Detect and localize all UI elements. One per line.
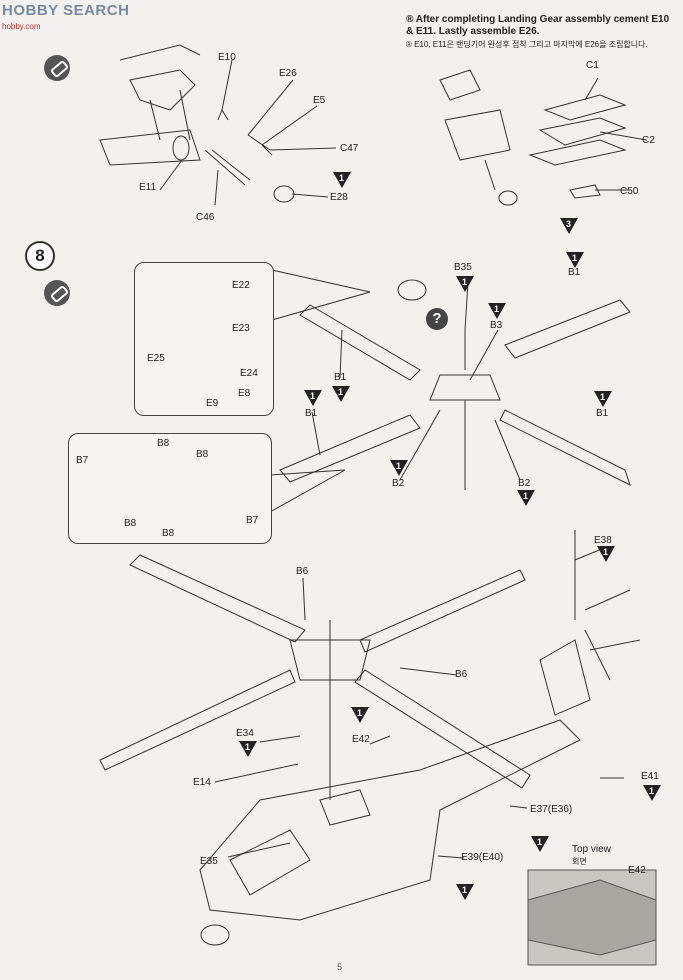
note-english: ® After completing Landing Gear assembly… bbox=[406, 14, 670, 37]
part-label: C50 bbox=[620, 186, 639, 197]
watermark-sub: hobby.com bbox=[2, 22, 41, 31]
seq-number: 1 bbox=[603, 547, 609, 557]
part-label: E14 bbox=[193, 777, 211, 788]
part-label: B7 bbox=[246, 515, 259, 526]
part-label: E8 bbox=[238, 388, 251, 399]
callout-b8-parts bbox=[68, 433, 272, 544]
part-label: B35 bbox=[454, 262, 472, 273]
seq-number: 1 bbox=[245, 742, 251, 752]
callout-e22-parts bbox=[134, 262, 274, 416]
glue-icon bbox=[44, 55, 70, 81]
part-label: C46 bbox=[196, 212, 215, 223]
sequence-triangle-icon: 1 bbox=[566, 252, 584, 268]
watermark-brand: HOBBY SEARCH bbox=[2, 2, 130, 19]
part-label: B7 bbox=[76, 455, 89, 466]
part-label: E5 bbox=[313, 95, 326, 106]
part-label: E38 bbox=[594, 535, 612, 546]
part-label: E41 bbox=[641, 771, 659, 782]
part-label: E23 bbox=[232, 323, 250, 334]
part-label: E37(E36) bbox=[530, 804, 573, 815]
sequence-triangle-icon: 1 bbox=[517, 490, 535, 506]
seq-number: 1 bbox=[523, 491, 529, 501]
sequence-triangle-icon: 1 bbox=[456, 276, 474, 292]
sequence-triangle-icon: 1 bbox=[239, 741, 257, 757]
assembly-note: ® After completing Landing Gear assembly… bbox=[406, 14, 676, 50]
sequence-triangle-icon: 1 bbox=[332, 386, 350, 402]
part-label: B8 bbox=[157, 438, 170, 449]
part-label: B1 bbox=[596, 408, 609, 419]
part-label: B1 bbox=[568, 267, 581, 278]
part-label: E24 bbox=[240, 368, 258, 379]
part-label: E39(E40) bbox=[461, 852, 504, 863]
seq-number: 1 bbox=[339, 173, 345, 183]
seq-number: 3 bbox=[566, 219, 572, 229]
sequence-triangle-icon: 1 bbox=[390, 460, 408, 476]
part-label: B8 bbox=[124, 518, 137, 529]
sequence-triangle-icon: 1 bbox=[488, 303, 506, 319]
topview-title: Top view bbox=[572, 844, 611, 855]
seq-number: 1 bbox=[572, 253, 578, 263]
seq-number: 1 bbox=[338, 387, 344, 397]
part-label: B2 bbox=[392, 478, 405, 489]
sequence-triangle-icon: 1 bbox=[594, 391, 612, 407]
sequence-triangle-icon: 1 bbox=[597, 546, 615, 562]
part-label: E22 bbox=[232, 280, 250, 291]
seq-number: 1 bbox=[462, 277, 468, 287]
sequence-triangle-icon: 1 bbox=[351, 707, 369, 723]
part-label: E28 bbox=[330, 192, 348, 203]
step-number: 8 bbox=[25, 241, 55, 271]
seq-number: 1 bbox=[600, 392, 606, 402]
part-label: B6 bbox=[455, 669, 468, 680]
seq-number: 1 bbox=[462, 885, 468, 895]
part-label: E42 bbox=[352, 734, 370, 745]
part-label: E11 bbox=[139, 182, 157, 193]
part-label: E10 bbox=[218, 52, 236, 63]
part-label: C47 bbox=[340, 143, 359, 154]
seq-number: 1 bbox=[396, 461, 402, 471]
part-label: B1 bbox=[305, 408, 318, 419]
part-label: B8 bbox=[196, 449, 209, 460]
part-label: E35 bbox=[200, 856, 218, 867]
sequence-triangle-icon: 1 bbox=[333, 172, 351, 188]
seq-number: 1 bbox=[357, 708, 363, 718]
part-label: E25 bbox=[147, 353, 165, 364]
part-label: C1 bbox=[586, 60, 599, 71]
seq-number: 1 bbox=[310, 391, 316, 401]
glue-icon bbox=[44, 280, 70, 306]
sequence-triangle-icon: 1 bbox=[456, 884, 474, 900]
part-label: B8 bbox=[162, 528, 175, 539]
part-label: E9 bbox=[206, 398, 219, 409]
sequence-triangle-icon: 1 bbox=[531, 836, 549, 852]
seq-number: 1 bbox=[537, 837, 543, 847]
seq-number: 1 bbox=[649, 786, 655, 796]
part-label: B3 bbox=[490, 320, 503, 331]
sequence-triangle-icon: 3 bbox=[560, 218, 578, 234]
part-label: C2 bbox=[642, 135, 655, 146]
sequence-triangle-icon: 1 bbox=[304, 390, 322, 406]
part-label: B2 bbox=[518, 478, 531, 489]
part-label: E42 bbox=[628, 865, 646, 876]
part-label: E34 bbox=[236, 728, 254, 739]
question-icon: ? bbox=[426, 308, 448, 330]
part-label: B6 bbox=[296, 566, 309, 577]
sequence-triangle-icon: 1 bbox=[643, 785, 661, 801]
page-number: 5 bbox=[337, 962, 343, 972]
topview-korean: 회면 bbox=[572, 857, 587, 866]
part-label: B1 bbox=[334, 372, 347, 383]
note-korean: ® E10, E11은 랜딩기어 완성후 접착 그리고 마지막에 E26을 조립… bbox=[406, 40, 648, 49]
seq-number: 1 bbox=[494, 304, 500, 314]
part-label: E26 bbox=[279, 68, 297, 79]
